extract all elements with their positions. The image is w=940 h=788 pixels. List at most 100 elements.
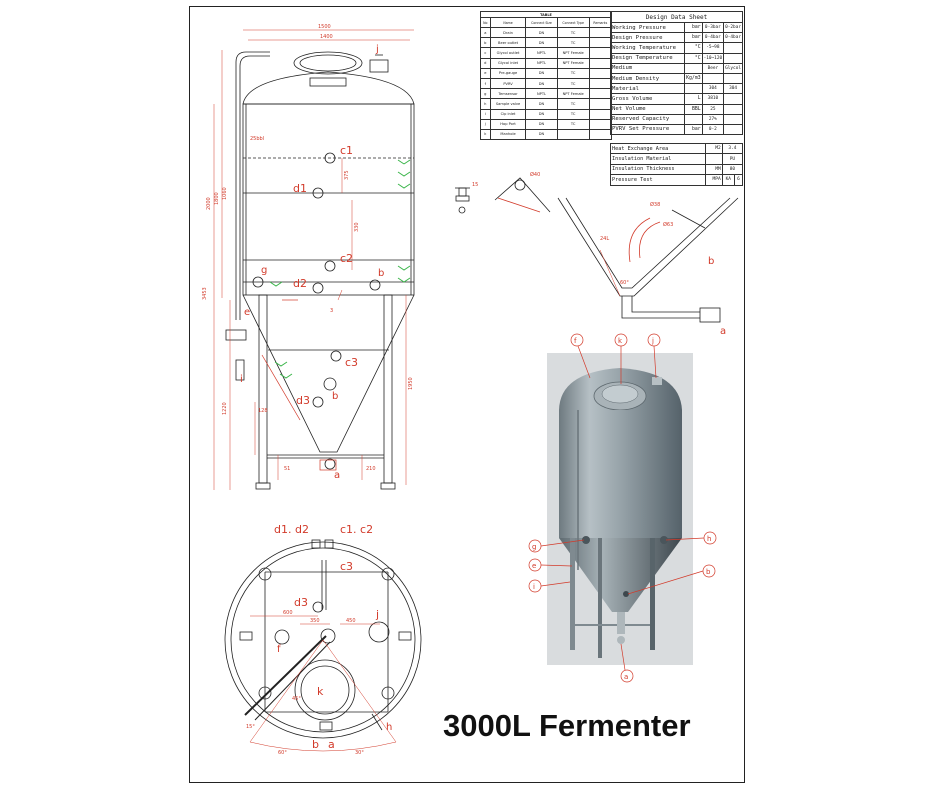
cell: DN: [525, 98, 558, 110]
cell: i: [480, 108, 491, 120]
dim-3: 3: [330, 308, 333, 314]
cell: Insulation Material: [610, 153, 706, 165]
cell: MM: [704, 163, 723, 176]
cell: Heat Exchange Area: [610, 142, 706, 155]
cell: k: [480, 128, 491, 141]
plan-labels: d1. d2 c1. c2 c3 d3 j f k b a h 600 350 …: [246, 523, 392, 756]
plan-label-c3: c3: [340, 560, 353, 573]
elevation-labels: c1 d1 c2 d2 c3 d3 b b g e i a j 25bbl 15…: [202, 24, 414, 481]
plan-angle-15: 15°: [246, 724, 255, 730]
label-c1: c1: [340, 144, 353, 157]
table-row: Working Temperature°C-5~98: [609, 42, 743, 54]
label-c3: c3: [345, 356, 358, 369]
label-e: e: [244, 307, 250, 318]
callout-f: f: [574, 337, 577, 345]
design-sheet-title: Design Data Sheet: [610, 11, 743, 23]
detail-dim-38: Ø38: [650, 201, 660, 208]
label-b-cone: b: [332, 391, 338, 402]
dim-width-inner: 1400: [320, 34, 333, 40]
dim-total-height: 3453: [202, 287, 208, 300]
cell: Design Pressure: [609, 32, 686, 44]
plan-label-h: h: [386, 722, 392, 733]
cell: Glycol: [723, 62, 743, 74]
cell: [723, 103, 743, 115]
label-level: 25bbl: [250, 136, 264, 142]
cell: [701, 72, 725, 85]
callout-i: i: [533, 583, 535, 591]
nozzle-table-header: Connect Type: [556, 17, 590, 28]
cell: Pre-gauge: [489, 67, 527, 79]
render-leg: [598, 538, 602, 658]
nozzle-table: TABLE No Name Connect Size Connect Type …: [480, 11, 613, 141]
label-d1: d1: [293, 182, 307, 195]
cell: 3.4: [721, 142, 744, 155]
plan-dim-600: 600: [283, 610, 293, 616]
cell: TC: [556, 108, 590, 120]
plan-dim-350: 350: [310, 618, 320, 624]
elevation-view: [213, 29, 415, 490]
cell: -5~98: [701, 42, 725, 54]
detail-views: [455, 177, 739, 323]
cell: [588, 77, 613, 90]
cell: [588, 37, 613, 49]
callout-e: e: [532, 562, 536, 570]
plan-view: [224, 539, 422, 752]
cell: Glycol outlet: [489, 47, 527, 59]
cell: 0-4bar: [723, 32, 743, 44]
callout-a: a: [624, 673, 628, 681]
plan-angle-30: 30°: [355, 750, 364, 756]
table-row: Design Temperature°C-10~120: [609, 52, 743, 64]
render-callouts: [528, 333, 717, 683]
render-3d: [547, 353, 693, 665]
plan-label-d3: d3: [294, 596, 308, 609]
dim-shell-height: 1800: [214, 192, 220, 205]
cell: PVRV: [489, 77, 527, 90]
cell: 0-2: [701, 123, 725, 136]
cell: g: [480, 88, 491, 100]
plan-label-b: b: [312, 738, 319, 751]
cell: [588, 47, 613, 59]
cell: NPTL: [525, 47, 558, 59]
cell: TC: [556, 26, 590, 39]
cell: -10~120: [701, 52, 725, 64]
cell: [684, 83, 703, 95]
dim-leg-height: 1950: [408, 377, 414, 390]
callout-g: g: [532, 543, 536, 551]
cell: PU: [721, 153, 744, 165]
cell: Sample valve: [489, 98, 527, 110]
cell: DN: [525, 128, 558, 141]
cell: [588, 26, 613, 39]
callout-k: k: [618, 337, 623, 345]
cell: c: [480, 47, 491, 59]
dim-2000: 2000: [206, 197, 212, 210]
render-callout-labels: f k j g h e i b a: [532, 337, 711, 681]
dim-128: 128: [258, 408, 268, 414]
plan-label-c1-c2: c1. c2: [340, 523, 373, 536]
cell: a: [480, 26, 491, 39]
cell: [684, 113, 703, 125]
cell: bar: [684, 123, 703, 136]
cell: 6: [733, 174, 744, 186]
cell: Medium Density: [609, 72, 686, 85]
cell: DN: [525, 108, 558, 120]
detail-label-a: a: [720, 326, 726, 337]
cell: [723, 123, 743, 136]
cell: [588, 128, 613, 141]
plan-angle-60: 60°: [278, 750, 287, 756]
cell: L: [684, 93, 703, 105]
